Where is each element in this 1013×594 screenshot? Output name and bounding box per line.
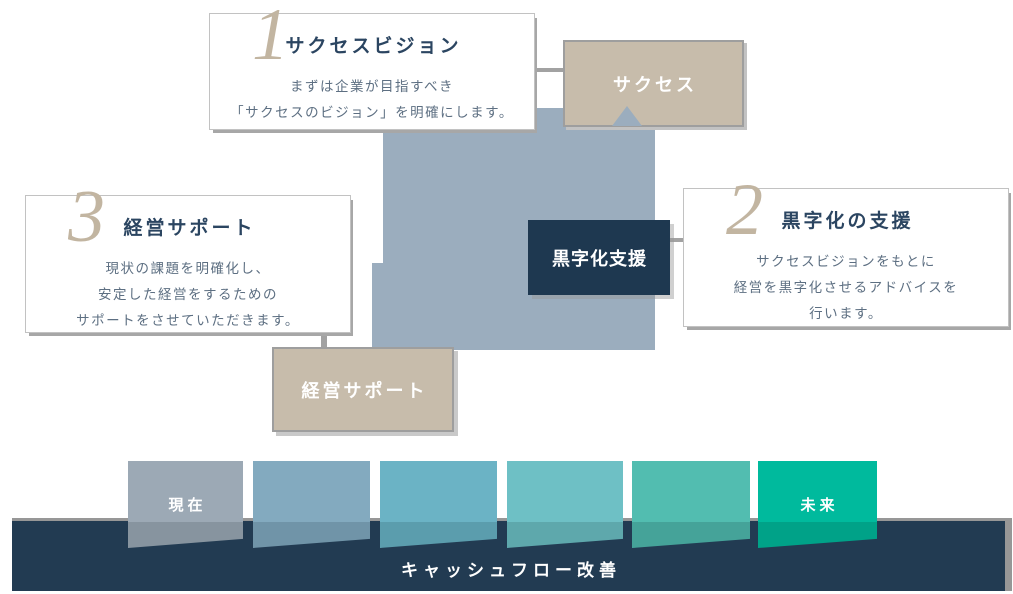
success-box-label: サクセス (613, 74, 697, 95)
card-2-body-line: サクセスビジョンをもとに (756, 254, 936, 269)
card-3-body-line: 安定した経営をするための (98, 287, 278, 302)
card-2-body-line: 経営を黒字化させるアドバイスを (733, 280, 959, 295)
card-management-support: 3 経営サポート 現状の課題を明確化し、 安定した経営をするための サポートをさ… (25, 180, 351, 334)
success-box: サクセス (563, 40, 744, 127)
future-label: 未来 (800, 496, 839, 514)
connector-card1-success (533, 68, 563, 72)
step-4-fold (507, 522, 623, 548)
arrow-tip-polygon (612, 106, 642, 126)
step-3-fold (380, 522, 497, 548)
card-1-body-line: 「サクセスのビジョン」を明確にします。 (230, 105, 514, 120)
card-success-vision: 1 サクセスビジョン まずは企業が目指すべき 「サクセスのビジョン」を明確にしま… (209, 0, 535, 130)
connector-card3-support (321, 331, 327, 348)
card-3-body: 現状の課題を明確化し、 安定した経営をするための サポートをさせていただきます。 (26, 256, 350, 334)
card-1-title: サクセスビジョン (285, 36, 462, 57)
card-2-number: 2 (726, 169, 763, 251)
timeline-step-4 (507, 461, 623, 548)
timeline-step-1: 現在 (128, 461, 243, 548)
cashflow-banner: キャッシュフロー改善 (12, 553, 1005, 583)
profit-support-box-label: 黒字化支援 (552, 248, 647, 269)
management-support-box: 経営サポート (272, 347, 454, 432)
card-1-body-line: まずは企業が目指すべき (289, 79, 455, 94)
step-2-face (253, 461, 370, 522)
step-4-face (507, 461, 623, 522)
card-1-number: 1 (252, 0, 289, 76)
timeline-step-3 (380, 461, 497, 548)
card-3-title: 経営サポート (123, 218, 256, 239)
card-3-number: 3 (68, 176, 105, 258)
card-1-body: まずは企業が目指すべき 「サクセスのビジョン」を明確にします。 (210, 74, 534, 126)
card-2-body: サクセスビジョンをもとに 経営を黒字化させるアドバイスを 行います。 (684, 249, 1008, 327)
management-support-box-label: 経営サポート (301, 380, 428, 401)
card-2-title: 黒字化の支援 (781, 211, 914, 232)
now-label: 現在 (168, 496, 207, 514)
cashflow-banner-text: キャッシュフロー改善 (401, 560, 621, 580)
profit-support-box: 黒字化支援 (528, 220, 670, 295)
card-2-body-line: 行います。 (809, 306, 883, 321)
timeline-step-2 (253, 461, 370, 548)
step-5-fold (632, 522, 750, 548)
card-profitability-support: 2 黒字化の支援 サクセスビジョンをもとに 経営を黒字化させるアドバイスを 行い… (683, 173, 1009, 327)
card-3-body-line: 現状の課題を明確化し、 (105, 261, 271, 276)
step-6-face (758, 461, 877, 522)
step-2-fold (253, 522, 370, 548)
timeline-step-5 (632, 461, 750, 548)
timeline-step-6: 未来 (758, 461, 877, 548)
step-3-face (380, 461, 497, 522)
step-1-face (128, 461, 243, 522)
card-3-body-line: サポートをさせていただきます。 (76, 313, 300, 328)
connector-card2-profit (670, 238, 683, 242)
step-5-face (632, 461, 750, 522)
